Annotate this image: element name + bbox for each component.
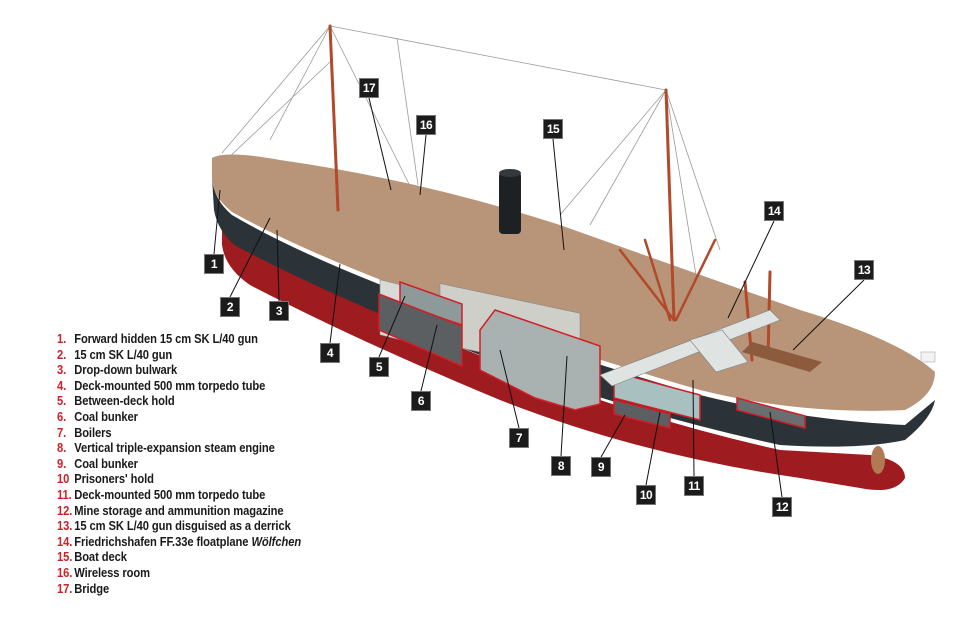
legend-item: 1. Forward hidden 15 cm SK L/40 gun [57,331,301,347]
legend-label: Bridge [74,580,110,596]
legend-item: 15.Boat deck [57,549,301,565]
propeller [871,446,885,474]
legend-label: 15 cm SK L/40 gun disguised as a derrick [74,518,291,534]
legend-item: 7. Boilers [57,425,301,441]
legend-label: Boilers [74,424,112,440]
legend-item: 9. Coal bunker [57,456,301,472]
legend-number: 14. [57,533,73,549]
callout-11: 11 [684,476,704,496]
callout-5: 5 [369,357,389,377]
callout-4: 4 [320,343,340,363]
legend-number: 3. [57,362,67,378]
legend-item: 11.Deck-mounted 500 mm torpedo tube [57,487,301,503]
legend-number: 7. [57,424,67,440]
legend-label: Forward hidden 15 cm SK L/40 gun [74,331,258,346]
legend-number: 5. [57,393,67,409]
callout-6: 6 [411,391,431,411]
callout-10: 10 [636,485,656,505]
cutaway-compartments [378,280,806,429]
funnel-top [499,169,521,177]
legend-number: 9. [57,455,67,471]
legend-number: 1. [57,331,67,346]
coal-bunker-forward [378,292,463,368]
legend-number: 6. [57,408,67,424]
callout-3: 3 [269,301,289,321]
legend-number: 15. [57,549,73,565]
legend-label: Vertical triple-expansion steam engine [74,440,275,456]
legend-item: 2. 15 cm SK L/40 gun [57,347,301,363]
legend-label-italic: Wölfchen [251,533,302,549]
legend-number: 11. [57,486,72,502]
legend-label: Wireless room [74,564,151,580]
legend-label: Deck-mounted 500 mm torpedo tube [74,377,266,393]
legend-number: 13. [57,518,73,534]
legend-label: Between-deck hold [74,393,175,409]
legend-item: 16.Wireless room [57,565,301,581]
leader-lines [213,97,865,498]
callout-2: 2 [220,297,240,317]
legend-number: 17. [57,580,73,596]
legend-number: 2. [57,346,67,362]
legend: 1. Forward hidden 15 cm SK L/40 gun 2. 15 … [57,331,341,596]
floatplane [599,309,781,387]
legend-number: 8. [57,440,67,456]
legend-label: Prisoners' hold [74,471,154,487]
callout-15: 15 [543,119,563,139]
legend-label: Coal bunker [74,408,138,424]
legend-label: Friedrichshafen FF.33e floatplane [74,533,252,549]
legend-item: 14.Friedrichshafen FF.33e floatplane Wöl… [57,534,301,550]
rigging [221,25,721,301]
callout-1: 1 [204,254,224,274]
prisoners-hold [613,371,701,421]
legend-item: 3. Drop-down bulwark [57,362,301,378]
legend-item: 17.Bridge [57,581,301,597]
legend-item: 4. Deck-mounted 500 mm torpedo tube [57,378,301,394]
legend-label: Mine storage and ammunition magazine [74,502,284,518]
callout-12: 12 [772,497,792,517]
hull-lower [222,205,905,491]
legend-label: Boat deck [74,549,127,565]
callout-17: 17 [359,78,379,98]
legend-number: 10 [57,471,70,487]
legend-number: 12. [57,502,73,518]
legend-item: 6. Coal bunker [57,409,301,425]
funnel [499,172,521,234]
masts [328,24,772,362]
legend-number: 4. [57,377,67,393]
callout-13: 13 [854,260,874,280]
legend-label: Deck-mounted 500 mm torpedo tube [74,486,266,502]
legend-item: 12.Mine storage and ammunition magazine [57,503,301,519]
ensign-flag [920,351,936,363]
callout-7: 7 [509,428,529,448]
legend-label: Drop-down bulwark [74,362,178,378]
callout-16: 16 [416,115,436,135]
coal-bunker-aft [613,399,671,429]
callout-8: 8 [551,456,571,476]
legend-item: 8. Vertical triple-expansion steam engine [57,440,301,456]
mine-magazine [736,397,806,429]
legend-label: 15 cm SK L/40 gun [74,346,173,362]
legend-label: Coal bunker [74,455,138,471]
legend-item: 13.15 cm SK L/40 gun disguised as a derr… [57,518,301,534]
between-deck-hold [399,280,463,327]
callout-14: 14 [764,201,784,221]
engine-room [479,309,601,411]
aft-gun-platform [742,342,822,372]
legend-item: 5. Between-deck hold [57,393,301,409]
callout-9: 9 [591,457,611,477]
legend-number: 16. [57,564,73,580]
